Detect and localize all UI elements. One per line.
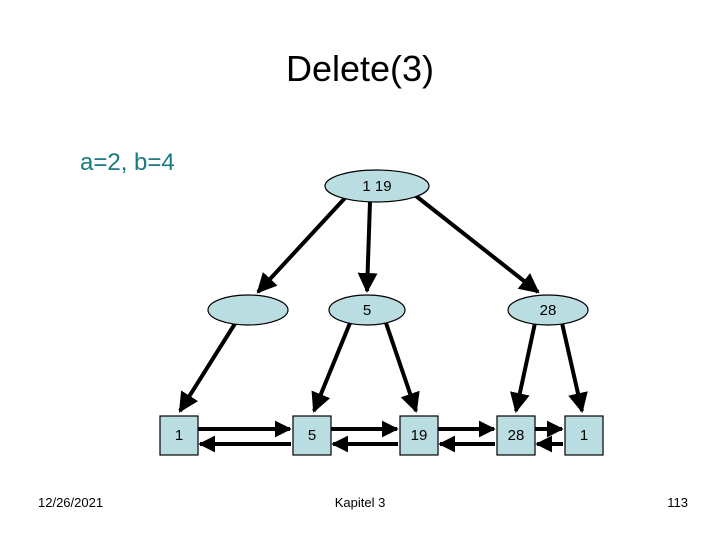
tree-node-root[interactable] — [324, 169, 430, 203]
leaf-link-2-to-3 — [438, 420, 496, 453]
tree-edge-root-to-internal-0 — [256, 196, 347, 294]
leaf-link-1-to-2 — [331, 420, 399, 453]
slide-footer: 12/26/2021 Kapitel 3 113 — [0, 495, 720, 515]
parameters-label: a=2, b=4 — [80, 149, 175, 176]
leaf-node-0[interactable] — [159, 415, 199, 456]
tree-edge-internal-1-to-leaf-2 — [384, 322, 420, 413]
tree-edge-root-to-internal-1 — [357, 201, 378, 293]
footer-date: 12/26/2021 — [38, 495, 104, 510]
leaf-node-4[interactable] — [564, 415, 604, 456]
tree-node-internal-2[interactable] — [507, 294, 589, 326]
leaf-node-1[interactable] — [292, 415, 332, 456]
tree-edge-internal-0-to-leaf-0 — [178, 320, 238, 413]
tree-edge-root-to-internal-2 — [414, 194, 540, 294]
leaf-node-2[interactable] — [399, 415, 439, 456]
page-title: Delete(3) — [285, 48, 435, 89]
footer-chapter: Kapitel 3 — [334, 495, 386, 510]
footer-page-number: 113 — [667, 495, 688, 510]
tree-edge-internal-1-to-leaf-1 — [311, 322, 352, 413]
tree-edge-internal-2-to-leaf-3 — [510, 322, 537, 413]
tree-node-internal-0[interactable] — [207, 294, 289, 326]
leaf-node-3[interactable] — [496, 415, 536, 456]
tree-node-internal-1[interactable] — [328, 294, 406, 326]
leaf-link-0-to-1 — [198, 420, 292, 453]
tree-edge-internal-2-to-leaf-4 — [560, 322, 588, 413]
leaf-link-3-to-4 — [535, 420, 564, 453]
